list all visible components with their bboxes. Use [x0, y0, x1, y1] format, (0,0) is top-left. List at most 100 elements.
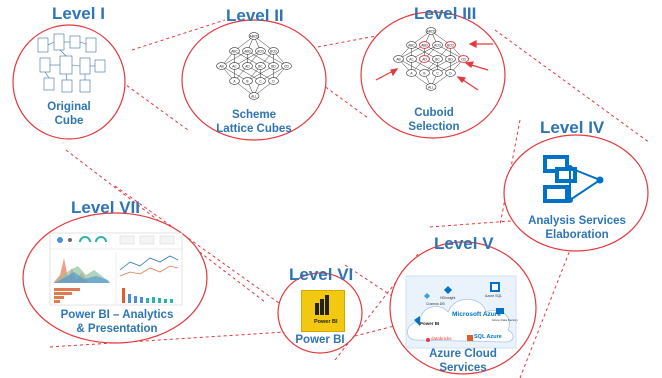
lattice-node-label: AC [409, 57, 414, 61]
level1-caption: Original Cube [29, 100, 109, 128]
level3-caption-line: Selection [408, 121, 460, 133]
level5-caption-line: Azure Cloud [429, 348, 497, 360]
azure-logo-label: SQL Azure [474, 334, 502, 340]
lattice-node-label: ABCD [250, 34, 260, 38]
lattice-edge [234, 50, 261, 67]
lattice-node [445, 41, 456, 49]
power-bi-logo-text: Power BI [314, 319, 338, 325]
lattice-node-label: BC [435, 57, 440, 61]
schema-table [85, 37, 97, 53]
lattice-node-label: ABD [244, 49, 251, 53]
lattice-node-label: A [410, 71, 413, 75]
lattice-node [229, 47, 240, 55]
lattice-node-label: BCD [447, 43, 454, 47]
ellipse-level4 [503, 134, 649, 252]
lattice-node-label: BC [258, 64, 263, 68]
lattice-node [406, 55, 417, 63]
lattice-node-label: CD [284, 64, 289, 68]
lattice-node [425, 83, 437, 91]
lattice-node-label: B [423, 71, 425, 75]
lattice-node [268, 77, 279, 85]
azure-logo-label: Cosmos DB [426, 302, 445, 306]
level2-caption: Scheme Lattice Cubes [204, 108, 304, 136]
level3-caption: Cuboid Selection [392, 106, 476, 134]
level4-caption-line: Analysis Services [528, 215, 626, 227]
lattice-node [419, 69, 430, 77]
lattice-node [281, 62, 292, 70]
lattice-node [255, 47, 266, 55]
lattice-node [458, 55, 469, 63]
lattice-node [229, 62, 240, 70]
lattice-edge [221, 50, 248, 67]
lattice-node-label: BCD [270, 49, 277, 53]
lattice-edge [247, 50, 274, 67]
lattice-node [248, 32, 260, 40]
lattice-node [242, 47, 253, 55]
lattice-node [432, 69, 443, 77]
lattice-node-label: D [272, 79, 275, 83]
schema-table [94, 59, 106, 73]
azure-logo-label: Microsoft Azure [452, 311, 501, 318]
power-bi-logo: Power BI [301, 290, 345, 332]
schema-diagram [37, 33, 106, 93]
level2-title: Level II [226, 6, 284, 25]
lattice-node [406, 41, 417, 49]
level3-caption-line: Cuboid [414, 107, 454, 119]
lattice-node [425, 27, 437, 35]
lattice-node-label: ABD [421, 43, 428, 47]
connector-line [131, 19, 226, 51]
level4-caption: Analysis Services Elaboration [522, 214, 632, 242]
lattice-node [255, 77, 266, 85]
lattice-node [255, 62, 266, 70]
lattice-node-label: AB [219, 64, 223, 68]
lattice-node-label: AC [232, 64, 237, 68]
lattice-node [216, 62, 227, 70]
lattice-node-label: D [449, 71, 452, 75]
schema-table [37, 37, 49, 53]
schema-table [61, 79, 73, 93]
level2-caption-line: Scheme [231, 109, 277, 121]
azure-logo-label: Azure Data Factory [492, 318, 518, 322]
lattice-node [248, 92, 260, 100]
level1-caption-line: Cube [54, 115, 84, 127]
lattice-node-label: ABC [231, 49, 238, 53]
lattice-node-label: B [246, 79, 248, 83]
connector-line [519, 249, 571, 378]
azure-logo-label: Power BI [420, 321, 440, 326]
connector-line [114, 185, 301, 319]
lattice-node-label: A [233, 79, 236, 83]
lattice-edge [260, 65, 287, 82]
connector-line [315, 79, 369, 119]
lattice-node-label: AD [422, 57, 427, 61]
azure-logo-label: HDInsight [440, 296, 456, 300]
analysis-services-icon [543, 155, 604, 203]
level1-caption-line: Original [47, 101, 91, 113]
lattice-node [432, 41, 443, 49]
lattice-node [445, 69, 456, 77]
schema-table [39, 57, 51, 73]
azure-logo-label: databricks [431, 336, 452, 341]
lattice-node [432, 55, 443, 63]
schema-table [69, 35, 81, 49]
lattice-node [406, 69, 417, 77]
level1-title: Level I [52, 4, 105, 23]
lattice-node [393, 55, 404, 63]
level3-title: Level III [414, 4, 477, 23]
level7-caption-line: Power BI – Analytics [60, 309, 174, 321]
lattice-node [268, 47, 279, 55]
level7-caption: Power BI – Analytics & Presentation [52, 308, 182, 336]
lattice-node [419, 55, 430, 63]
level4-title: Level IV [540, 118, 605, 137]
lattice-node-label: C [259, 79, 262, 83]
azure-services-collage [405, 275, 517, 349]
level7-caption-line: & Presentation [76, 323, 158, 335]
lattice-node-label: ALL [251, 94, 257, 98]
lattice-node [242, 62, 253, 70]
schema-table [79, 79, 91, 93]
schema-table [43, 77, 55, 91]
connector-line [311, 29, 409, 49]
power-bi-bars-icon [315, 295, 329, 315]
lattice-node [445, 55, 456, 63]
level6-title: Level VI [289, 265, 354, 284]
level6-caption-line: Power BI [295, 334, 345, 346]
